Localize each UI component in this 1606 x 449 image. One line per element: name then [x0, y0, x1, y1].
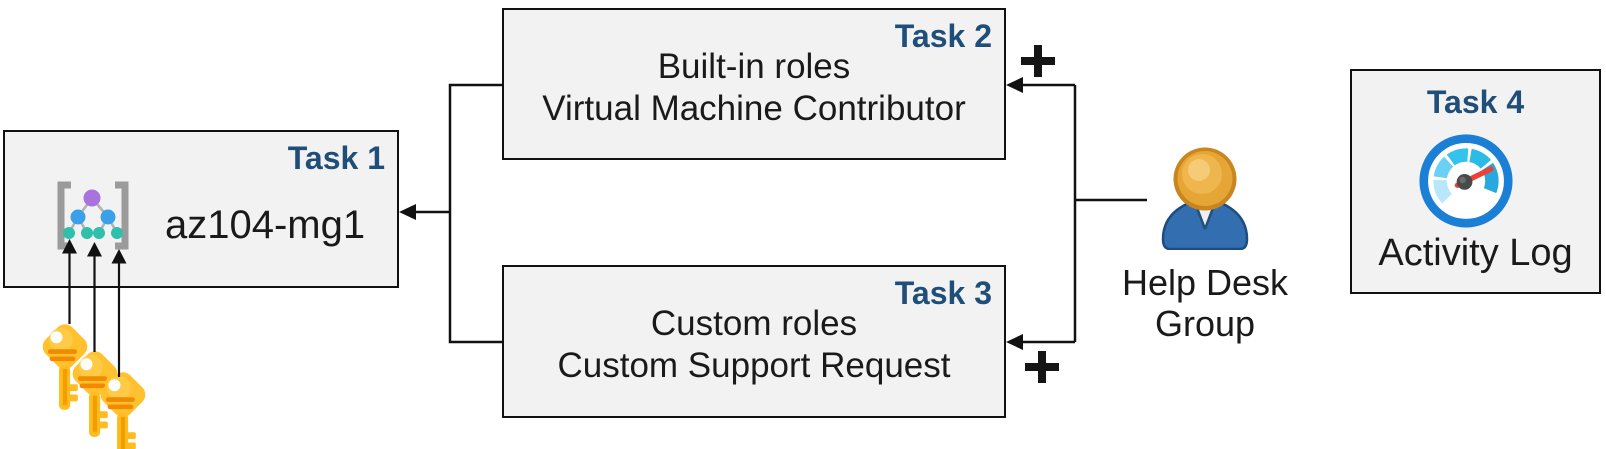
- task2-line1: Built-in roles: [657, 47, 851, 86]
- task1-label: Task 1: [287, 140, 385, 176]
- task2-line2: Virtual Machine Contributor: [542, 89, 966, 128]
- activity-log-gauge-icon: [1418, 132, 1514, 233]
- key-icon: [65, 348, 125, 447]
- plus-icon-bar: [1034, 45, 1042, 77]
- management-group-icon: [54, 181, 132, 258]
- task3-line1: Custom roles: [650, 304, 858, 343]
- task2-label: Task 2: [894, 18, 992, 54]
- plus-icon-bar: [1038, 351, 1046, 383]
- arrowhead-task3: [1006, 334, 1023, 350]
- plus-icon: [1021, 45, 1055, 77]
- key-icon: [93, 369, 153, 449]
- task3-box: Task 3 Custom roles Custom Support Reque…: [502, 265, 1006, 418]
- task4-label: Task 4: [1426, 84, 1525, 120]
- connector-elbow-task1: [448, 83, 502, 344]
- task1-box: Task 1: [3, 130, 399, 288]
- arrowhead-task1: [399, 204, 416, 220]
- arrowhead-task2: [1006, 77, 1023, 93]
- task4-box: Task 4 Activity Log: [1350, 69, 1601, 294]
- activity-log-caption: Activity Log: [1378, 232, 1573, 274]
- task2-box: Task 2 Built-in roles Virtual Machine Co…: [502, 8, 1006, 160]
- management-group-name: az104-mg1: [165, 203, 366, 247]
- task3-line2: Custom Support Request: [557, 346, 951, 385]
- user-icon: [1160, 146, 1250, 255]
- plus-icon: [1025, 351, 1059, 383]
- help-desk-group-line2: Group: [1154, 303, 1256, 344]
- key-icon: [35, 321, 95, 420]
- task3-label: Task 3: [894, 275, 992, 311]
- help-desk-group-line1: Help Desk: [1121, 262, 1289, 303]
